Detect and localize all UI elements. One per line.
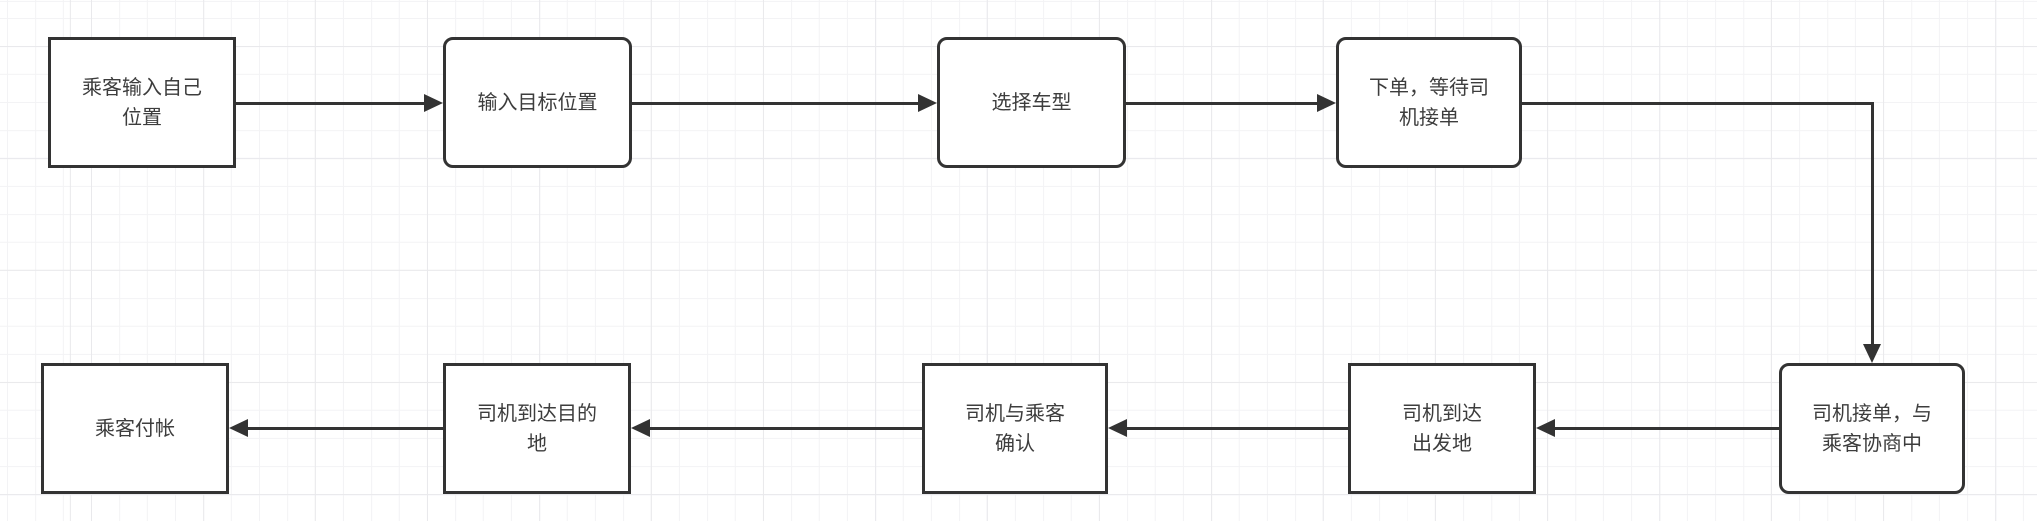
connector-driver-accepts-negotiating-to-driver-arrives-pickup[interactable] xyxy=(1552,426,1779,430)
node-passenger-pays[interactable]: 乘客付帐 xyxy=(41,363,229,494)
node-label-driver-arrives-destination: 司机到达目的 地 xyxy=(477,402,597,455)
node-label-place-order-wait-driver: 下单，等待司 机接单 xyxy=(1369,76,1489,129)
node-passenger-input-own-location[interactable]: 乘客输入自己 位置 xyxy=(48,37,236,168)
node-input-destination[interactable]: 输入目标位置 xyxy=(443,37,632,168)
node-place-order-wait-driver[interactable]: 下单，等待司 机接单 xyxy=(1336,37,1522,168)
connector-input-destination-to-select-car-type[interactable] xyxy=(632,101,921,105)
node-label-driver-arrives-pickup: 司机到达 出发地 xyxy=(1402,402,1482,455)
node-label-passenger-input-own-location: 乘客输入自己 位置 xyxy=(82,76,202,129)
arrowhead-driver-passenger-confirm-to-driver-arrives-destination xyxy=(631,419,650,437)
arrowhead-driver-arrives-pickup-to-driver-passenger-confirm xyxy=(1108,419,1127,437)
arrowhead-driver-accepts-negotiating-to-driver-arrives-pickup xyxy=(1536,419,1555,437)
connector-passenger-input-own-location-to-input-destination[interactable] xyxy=(236,101,427,105)
node-driver-accepts-negotiating[interactable]: 司机接单，与 乘客协商中 xyxy=(1779,363,1965,494)
node-label-select-car-type: 选择车型 xyxy=(991,91,1072,114)
connector-driver-arrives-pickup-to-driver-passenger-confirm[interactable] xyxy=(1124,426,1348,430)
node-driver-arrives-pickup[interactable]: 司机到达 出发地 xyxy=(1348,363,1536,494)
node-label-passenger-pays: 乘客付帐 xyxy=(95,417,175,440)
connector-place-order-wait-driver-to-driver-accepts-negotiating[interactable] xyxy=(1522,101,1874,105)
node-driver-arrives-destination[interactable]: 司机到达目的 地 xyxy=(443,363,631,494)
arrowhead-driver-arrives-destination-to-passenger-pays xyxy=(229,419,248,437)
arrowhead-passenger-input-own-location-to-input-destination xyxy=(424,94,443,112)
connector-driver-passenger-confirm-to-driver-arrives-destination[interactable] xyxy=(647,426,922,430)
arrowhead-place-order-wait-driver-to-driver-accepts-negotiating xyxy=(1863,344,1881,363)
arrowhead-select-car-type-to-place-order-wait-driver xyxy=(1317,94,1336,112)
connector-driver-arrives-destination-to-passenger-pays[interactable] xyxy=(245,426,443,430)
node-label-driver-passenger-confirm: 司机与乘客 确认 xyxy=(965,402,1065,455)
node-label-driver-accepts-negotiating: 司机接单，与 乘客协商中 xyxy=(1812,402,1932,455)
connector-place-order-wait-driver-to-driver-accepts-negotiating[interactable] xyxy=(1870,103,1874,347)
node-label-input-destination: 输入目标位置 xyxy=(477,91,598,114)
connector-select-car-type-to-place-order-wait-driver[interactable] xyxy=(1126,101,1320,105)
node-select-car-type[interactable]: 选择车型 xyxy=(937,37,1126,168)
node-driver-passenger-confirm[interactable]: 司机与乘客 确认 xyxy=(922,363,1108,494)
arrowhead-input-destination-to-select-car-type xyxy=(918,94,937,112)
